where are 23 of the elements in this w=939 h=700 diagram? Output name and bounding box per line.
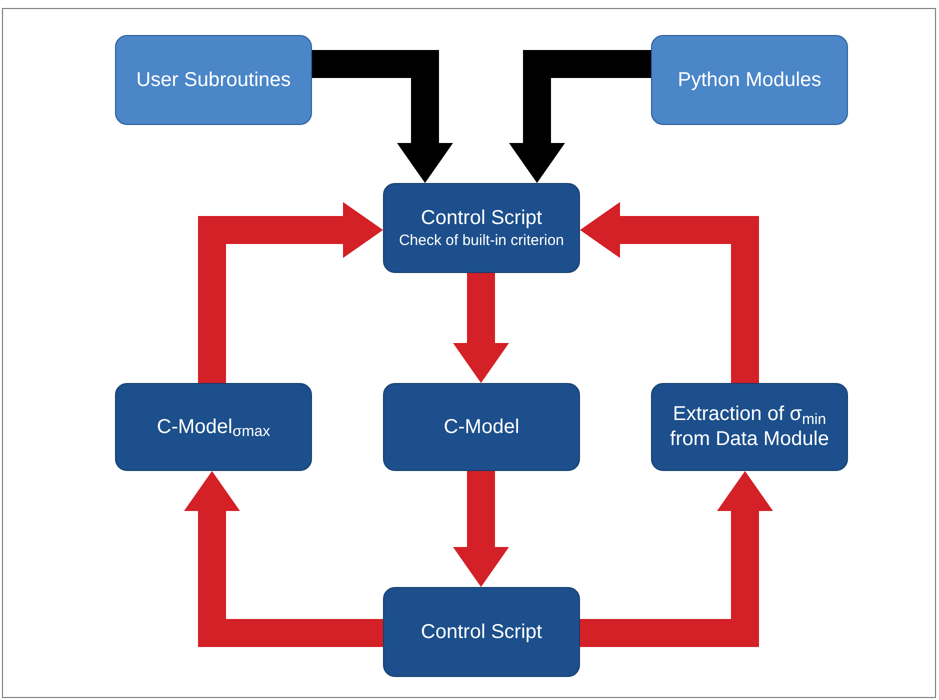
node-title: User Subroutines <box>136 68 291 92</box>
process-box <box>115 35 312 125</box>
node-title: Control Script <box>420 620 542 644</box>
block-arrow <box>453 471 509 587</box>
node-title: Python Modules <box>678 68 822 92</box>
node-title: C-Model <box>444 414 520 440</box>
block-arrow <box>198 202 383 383</box>
block-arrow <box>580 202 759 383</box>
node-subtitle: Check of built-in criterion <box>398 231 564 250</box>
process-box <box>383 183 580 273</box>
node-title: C-Model$_{σmax}$ <box>156 414 270 440</box>
block-arrow <box>184 471 383 647</box>
node-title: Control Script <box>420 206 542 231</box>
process-box <box>383 587 580 677</box>
process-box <box>651 35 848 125</box>
block-arrow <box>509 50 651 183</box>
process-box <box>651 383 848 471</box>
block-arrow <box>312 50 453 183</box>
node-title: Extraction of σ$_{min}$ from Data Module <box>669 402 830 452</box>
block-arrow <box>580 471 773 647</box>
process-box <box>383 383 580 471</box>
block-arrow <box>453 273 509 383</box>
process-box <box>115 383 312 471</box>
